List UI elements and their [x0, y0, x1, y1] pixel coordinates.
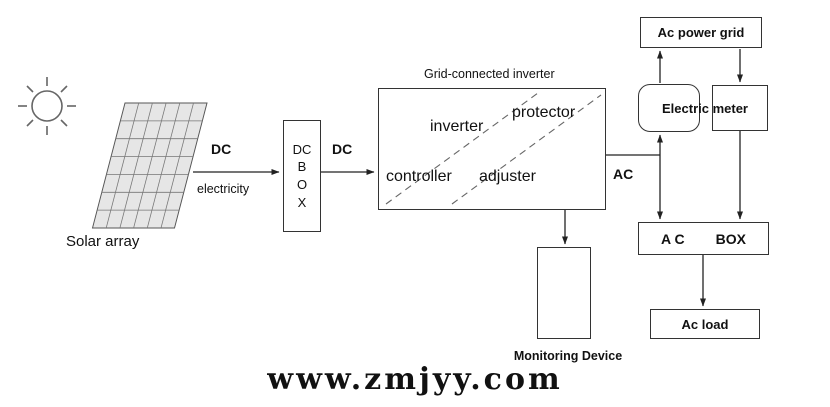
monitoring-device-box [537, 247, 591, 339]
watermark-text: www.zmjyy.com [267, 362, 563, 397]
dc-label-1: DC [211, 141, 232, 157]
protector-section-label: protector [512, 104, 576, 121]
dc-box-line: X [297, 194, 307, 210]
dc-label-2: DC [332, 141, 353, 157]
ac-label: AC [613, 166, 634, 182]
solar-array-label: Solar array [66, 233, 140, 250]
inverter-box-title: Grid-connected inverter [424, 67, 555, 81]
ac-box-label-left: A C [661, 230, 685, 247]
inverter-dashed-divider-1 [385, 92, 539, 205]
controller-section-label: controller [386, 168, 452, 185]
dc-box-line: DC [292, 141, 312, 157]
inverter-dashed-divider-2 [451, 94, 602, 205]
monitoring-device-label: Monitoring Device [513, 349, 623, 363]
sun-icon [18, 77, 76, 135]
inverter-section-label: inverter [430, 118, 484, 135]
ac-power-grid-box: Ac power grid [640, 17, 762, 48]
dc-box-line: O [296, 177, 308, 192]
electricity-label: electricity [197, 182, 250, 196]
dc-box: DC B O X [283, 120, 321, 232]
adjuster-section-label: adjuster [479, 168, 536, 185]
dc-box-line: B [297, 159, 307, 175]
ac-box: A C BOX [638, 222, 769, 255]
electric-meter-left-box [638, 84, 700, 132]
electric-meter-label: Electric meter [662, 101, 748, 116]
solar-panel [91, 102, 208, 229]
electric-meter-right-box [712, 85, 768, 131]
ac-load-box: Ac load [650, 309, 760, 339]
inverter-box [378, 88, 606, 210]
ac-box-label-right: BOX [715, 230, 746, 247]
